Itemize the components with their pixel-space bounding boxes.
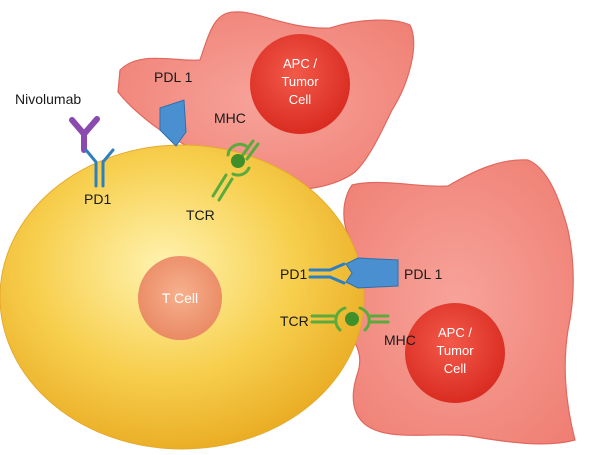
- tcr-mhc-complex-right: [310, 306, 390, 332]
- t-cell-nucleus: [138, 256, 222, 340]
- pdl1-ligand-top: [159, 99, 187, 147]
- pd1-receptor-top: [84, 148, 115, 188]
- antigen-peptide-top: [231, 154, 245, 168]
- tcr-mhc-complex-top: [211, 139, 260, 202]
- apc-bottom-nucleus: [405, 303, 505, 403]
- tcr-right-label: TCR: [280, 313, 309, 329]
- mhc-right-label: MHC: [384, 332, 416, 348]
- nivolumab-label: Nivolumab: [15, 91, 81, 107]
- pd1-right-label: PD1: [280, 266, 307, 282]
- apc-top-nucleus-label: APC /: [283, 56, 317, 71]
- mhc-top-label: MHC: [214, 110, 246, 126]
- antigen-peptide-right: [345, 312, 359, 326]
- apc-top-nucleus: [250, 34, 350, 134]
- apc-bottom-nucleus-label: APC /: [438, 325, 472, 340]
- apc-bottom-nucleus-label: Tumor: [436, 343, 474, 358]
- apc-bottom-nucleus-label: Cell: [444, 361, 467, 376]
- nivolumab-antibody: [69, 116, 100, 153]
- pdl1-top-label: PDL 1: [154, 69, 193, 85]
- pdl1-ligand-right: [345, 257, 399, 289]
- apc-top-nucleus-label: Cell: [289, 92, 312, 107]
- pd1-receptor-right: [308, 262, 346, 285]
- pd1-top-label: PD1: [84, 191, 111, 207]
- pdl1-right-label: PDL 1: [404, 266, 443, 282]
- tcr-top-label: TCR: [186, 207, 215, 223]
- apc-top-nucleus-label: Tumor: [281, 74, 319, 89]
- t-cell-label: T Cell: [162, 290, 198, 306]
